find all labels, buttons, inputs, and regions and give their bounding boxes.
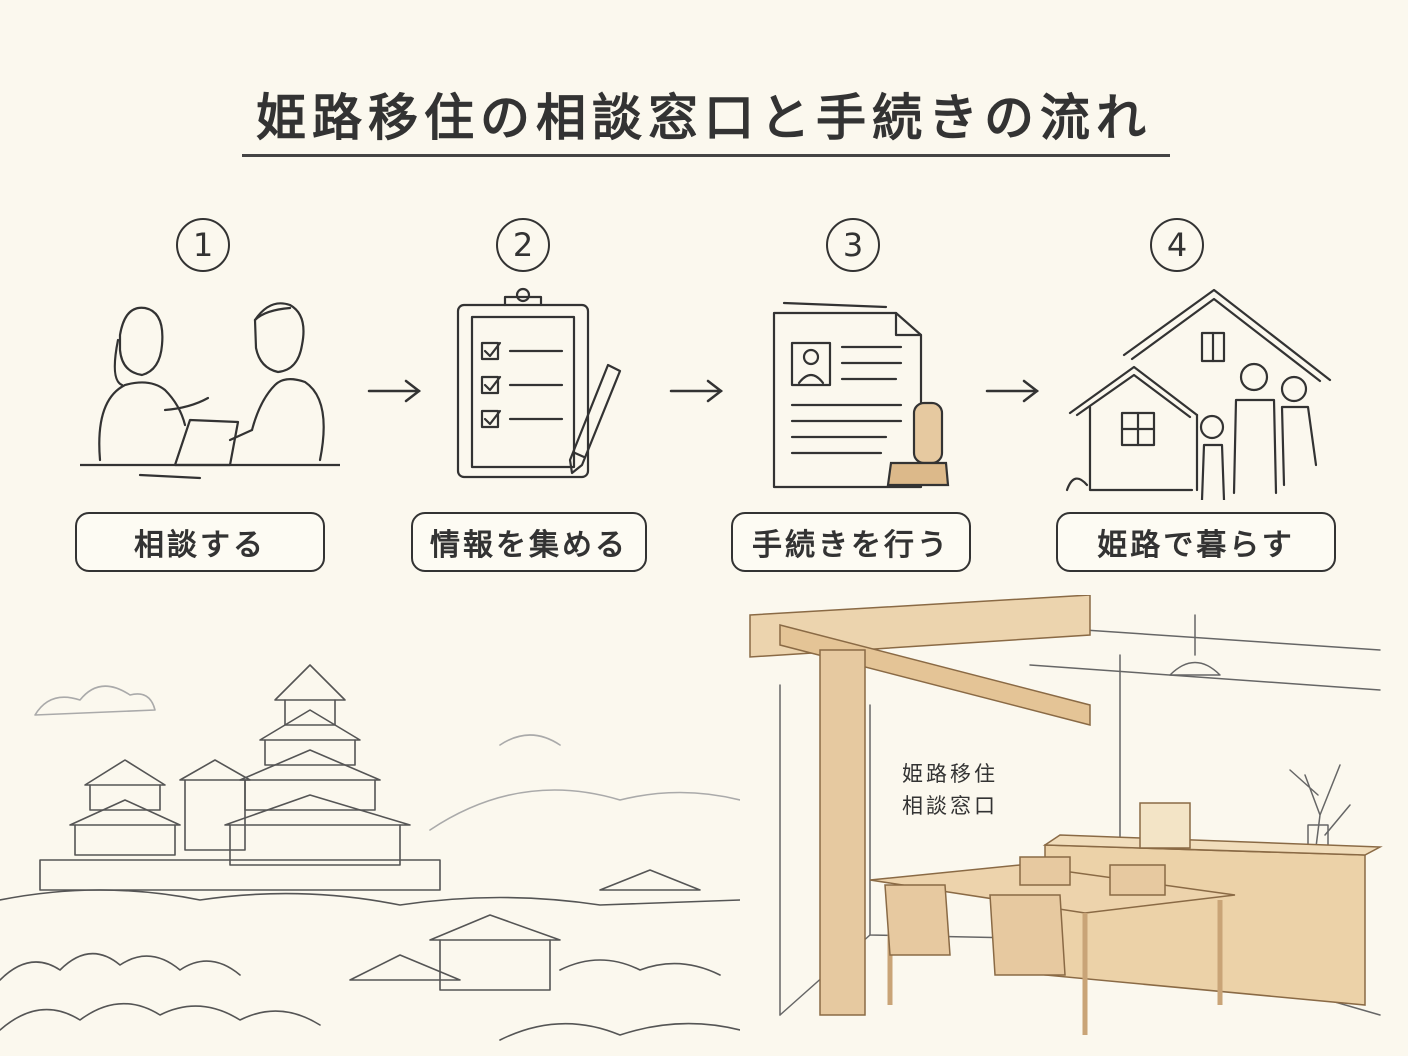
step-4-label: 姫路で暮らす [1056, 512, 1336, 572]
page-title: 姫路移住の相談窓口と手続きの流れ [256, 89, 1152, 147]
document-stamp-icon [772, 301, 950, 489]
step-2-number: 2 [496, 218, 550, 272]
office-sign-line-2: 相談窓口 [902, 794, 998, 818]
step-2-label: 情報を集める [411, 512, 647, 572]
arrow-right-icon [985, 379, 1040, 403]
consultation-icon [80, 302, 340, 480]
family-house-icon [1065, 288, 1332, 500]
step-1-number: 1 [176, 218, 230, 272]
title-underline [242, 154, 1170, 157]
step-3-label: 手続きを行う [731, 512, 971, 572]
arrow-right-icon [367, 379, 422, 403]
clipboard-checklist-icon [456, 287, 622, 479]
step-3-number: 3 [826, 218, 880, 272]
himeji-castle-illustration [0, 664, 740, 1041]
consultation-office-illustration [749, 595, 1383, 1035]
arrow-right-icon [669, 379, 724, 403]
step-4-number: 4 [1150, 218, 1204, 272]
step-1-label: 相談する [75, 512, 325, 572]
office-sign-line-1: 姫路移住 [902, 762, 998, 786]
